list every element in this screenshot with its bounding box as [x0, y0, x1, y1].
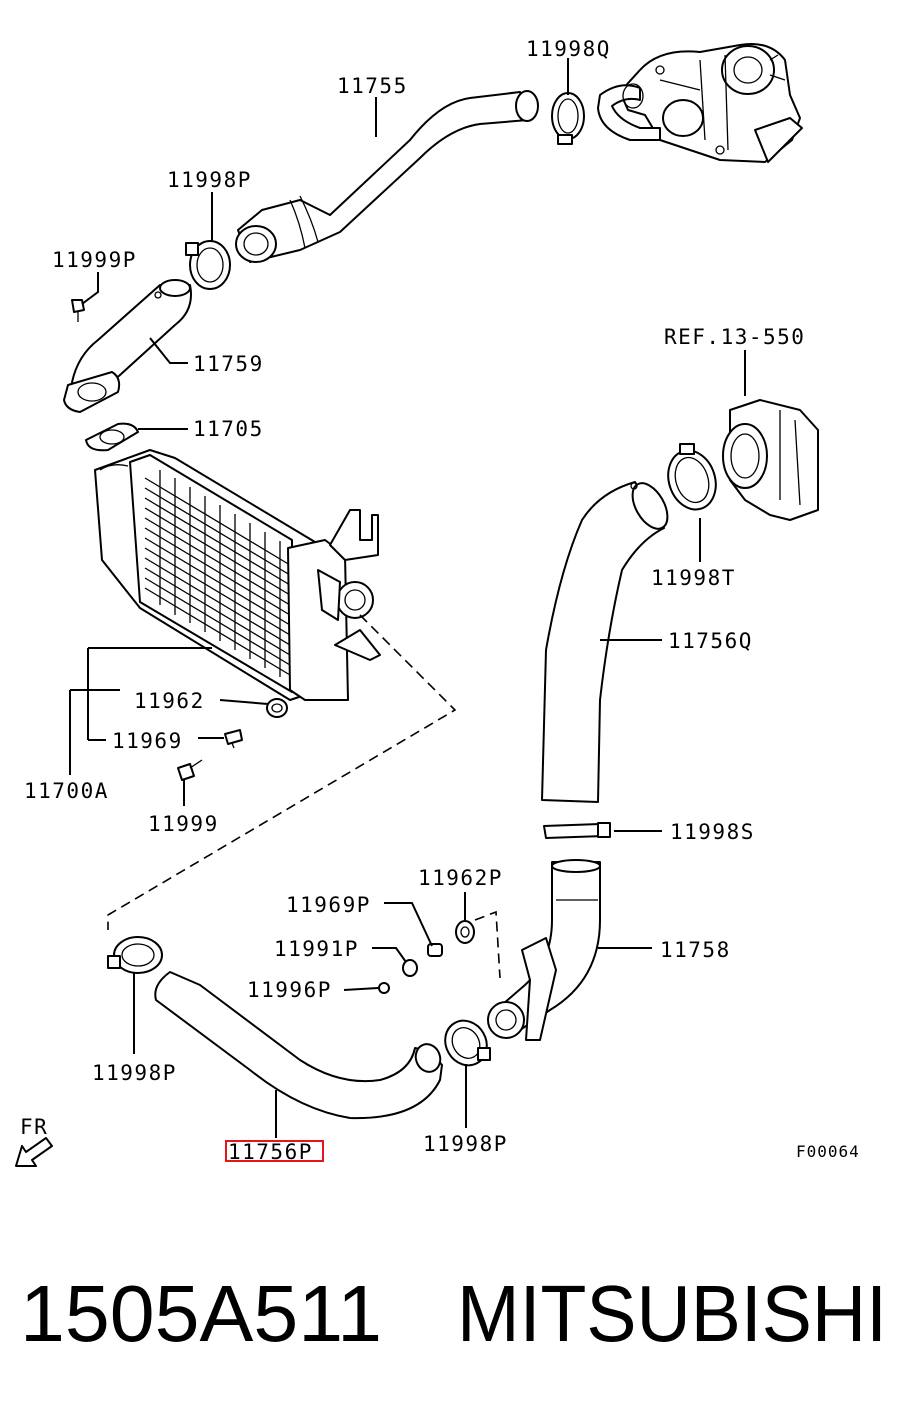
throttle-body-illustration	[722, 399, 819, 521]
label-11998t: 11998T	[651, 566, 736, 590]
highlight-box-11756p	[225, 1140, 324, 1162]
bolt-11999	[177, 759, 203, 781]
collar-11969p	[427, 943, 443, 957]
washer-11991p	[402, 959, 418, 977]
clamp-11998p-left	[107, 936, 163, 974]
label-11700a: 11700A	[24, 779, 109, 803]
clamp-11998t	[667, 443, 717, 511]
gasket-11705	[85, 422, 139, 452]
label-11705: 11705	[193, 417, 264, 441]
front-arrow-icon	[15, 1137, 53, 1167]
dashed-connector-intercooler-hose	[107, 614, 457, 930]
nut-11996p	[378, 982, 390, 994]
hose-11756q	[541, 481, 669, 803]
label-11962: 11962	[134, 689, 205, 713]
grommet-11962p	[455, 920, 475, 944]
label-11998s: 11998S	[670, 820, 755, 844]
label-11969p: 11969P	[286, 893, 371, 917]
clamp-11998q	[551, 92, 585, 145]
clamp-11998p-top	[185, 240, 231, 290]
label-11759: 11759	[193, 352, 264, 376]
bolt-11999p	[71, 299, 85, 322]
label-11755: 11755	[337, 74, 408, 98]
hose-11756p	[154, 971, 443, 1120]
label-11998p-bottom: 11998P	[423, 1132, 508, 1156]
sensor-11998s	[543, 822, 611, 839]
label-11998p-left: 11998P	[92, 1061, 177, 1085]
dashed-connector-pipe-bracket	[474, 910, 501, 979]
figure-code: F00064	[796, 1142, 860, 1161]
label-11756p: 11756P	[228, 1140, 313, 1164]
label-11756q: 11756Q	[668, 629, 753, 653]
pipe-11759	[63, 279, 192, 413]
label-11969: 11969	[112, 729, 183, 753]
label-11999: 11999	[148, 812, 219, 836]
part-number: 1505A511	[20, 1269, 382, 1358]
label-ref-13-550: REF.13-550	[664, 325, 805, 349]
brand-name: MITSUBISHI	[457, 1269, 887, 1358]
label-11991p: 11991P	[274, 937, 359, 961]
clamp-11998p-bottom	[444, 1019, 491, 1067]
grommet-11962	[266, 698, 288, 718]
leader-lines	[69, 58, 746, 1138]
hose-11755	[235, 90, 539, 263]
pipe-11758	[487, 859, 601, 1041]
intercooler-fins	[144, 470, 291, 677]
label-fr: FR	[20, 1115, 48, 1139]
intercooler-11700a	[94, 449, 381, 701]
label-11962p: 11962P	[418, 866, 503, 890]
label-11996p: 11996P	[247, 978, 332, 1002]
label-11998q: 11998Q	[526, 37, 611, 61]
turbocharger-illustration	[597, 43, 803, 163]
bolt-11969	[224, 729, 243, 749]
label-11999p: 11999P	[52, 248, 137, 272]
label-11998p-top: 11998P	[167, 168, 252, 192]
label-11758: 11758	[660, 938, 731, 962]
